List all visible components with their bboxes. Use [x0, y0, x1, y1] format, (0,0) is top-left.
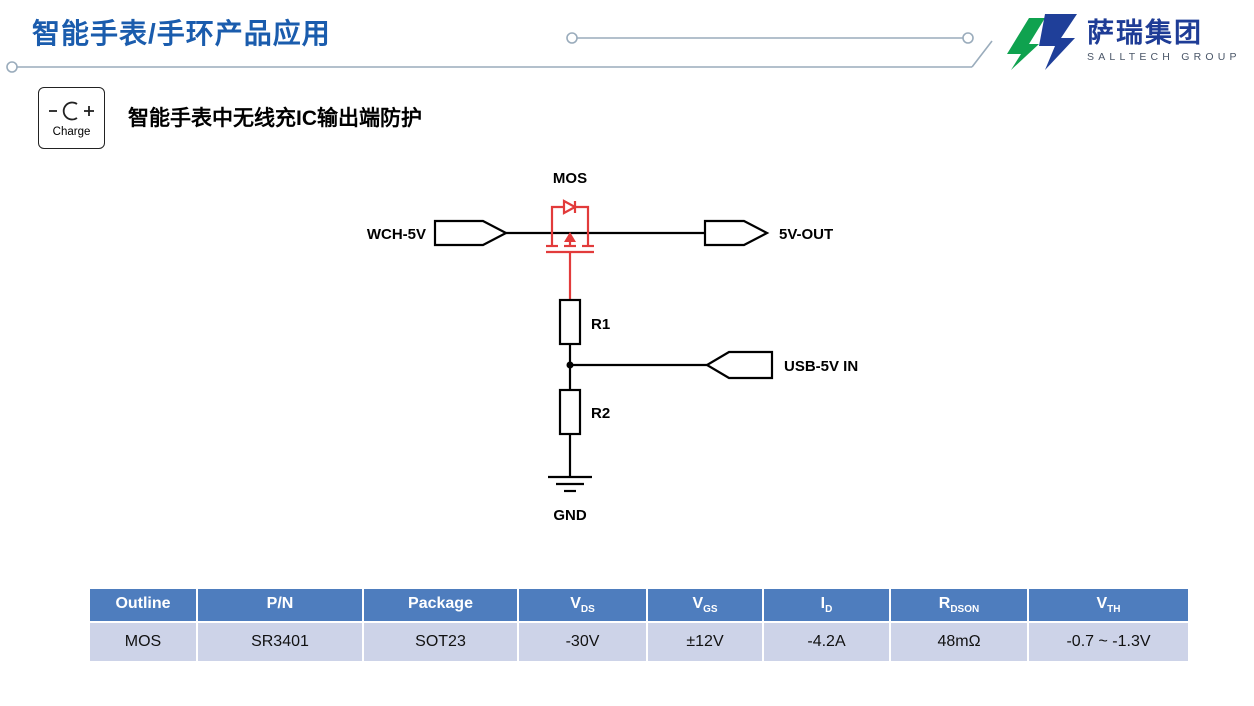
cell-vds: -30V — [517, 621, 648, 663]
col-header-vds: VDS — [517, 587, 648, 623]
col-header-pn: P/N — [196, 587, 364, 623]
charge-icon-label: Charge — [52, 126, 91, 138]
resistor-r2 — [558, 388, 582, 436]
col-header-package: Package — [362, 587, 519, 623]
divider-circle-left-bottom — [6, 61, 18, 73]
cell-rdson: 48mΩ — [889, 621, 1029, 663]
col-header-rdson: RDSON — [889, 587, 1029, 623]
circuit-diagram: MOS WCH-5V 5V-OUT R1 USB-5V IN — [367, 170, 858, 524]
logo-icon — [1007, 14, 1077, 70]
col-header-vgs: VGS — [646, 587, 764, 623]
wch-5v-label: WCH-5V — [367, 226, 426, 243]
spec-table: Outline P/N Package VDS VGS ID RDSON VTH… — [88, 587, 1190, 663]
r2-label: R2 — [591, 405, 610, 422]
mosfet-symbol — [546, 199, 594, 300]
cell-package: SOT23 — [362, 621, 519, 663]
divider-circle-right-top — [962, 32, 974, 44]
5v-out-label: 5V-OUT — [779, 226, 833, 243]
cell-id: -4.2A — [762, 621, 891, 663]
company-logo: 萨瑞集团 SALLTECH GROUP — [1005, 10, 1241, 72]
logo-mark-green — [1007, 18, 1045, 70]
mos-label: MOS — [553, 170, 587, 187]
charge-icon — [48, 101, 94, 121]
resistor-r1 — [558, 298, 582, 346]
port-5v-out — [703, 219, 770, 247]
r1-label: R1 — [591, 316, 610, 333]
divider-circle-left-top — [566, 32, 578, 44]
section-subtitle: 智能手表中无线充IC输出端防护 — [128, 107, 422, 130]
page-title: 智能手表/手环产品应用 — [32, 18, 331, 49]
cell-outline: MOS — [88, 621, 198, 663]
table-header-row: Outline P/N Package VDS VGS ID RDSON VTH — [88, 587, 1190, 623]
logo-name-cn: 萨瑞集团 — [1087, 17, 1203, 48]
table-data-row: MOS SR3401 SOT23 -30V ±12V -4.2A 48mΩ -0… — [88, 621, 1190, 663]
charge-icon-box: Charge — [38, 87, 105, 149]
port-wch-5v — [433, 219, 509, 247]
logo-name-en: SALLTECH GROUP — [1087, 51, 1241, 64]
col-header-id: ID — [762, 587, 891, 623]
cell-vth: -0.7 ~ -1.3V — [1027, 621, 1190, 663]
logo-text-block: 萨瑞集团 SALLTECH GROUP — [1087, 17, 1241, 64]
divider-diagonal — [971, 40, 993, 68]
port-usb-5v-in — [704, 350, 774, 380]
usb-5v-in-label: USB-5V IN — [784, 358, 858, 375]
header-divider-lines — [6, 32, 993, 73]
logo-mark-blue — [1039, 14, 1077, 70]
col-header-vth: VTH — [1027, 587, 1190, 623]
body-diode-icon — [562, 199, 578, 215]
gnd-label: GND — [553, 507, 587, 524]
col-header-outline: Outline — [88, 587, 198, 623]
cell-pn: SR3401 — [196, 621, 364, 663]
cell-vgs: ±12V — [646, 621, 764, 663]
mosfet-arrow-icon — [564, 232, 576, 242]
ground-symbol — [548, 475, 592, 493]
